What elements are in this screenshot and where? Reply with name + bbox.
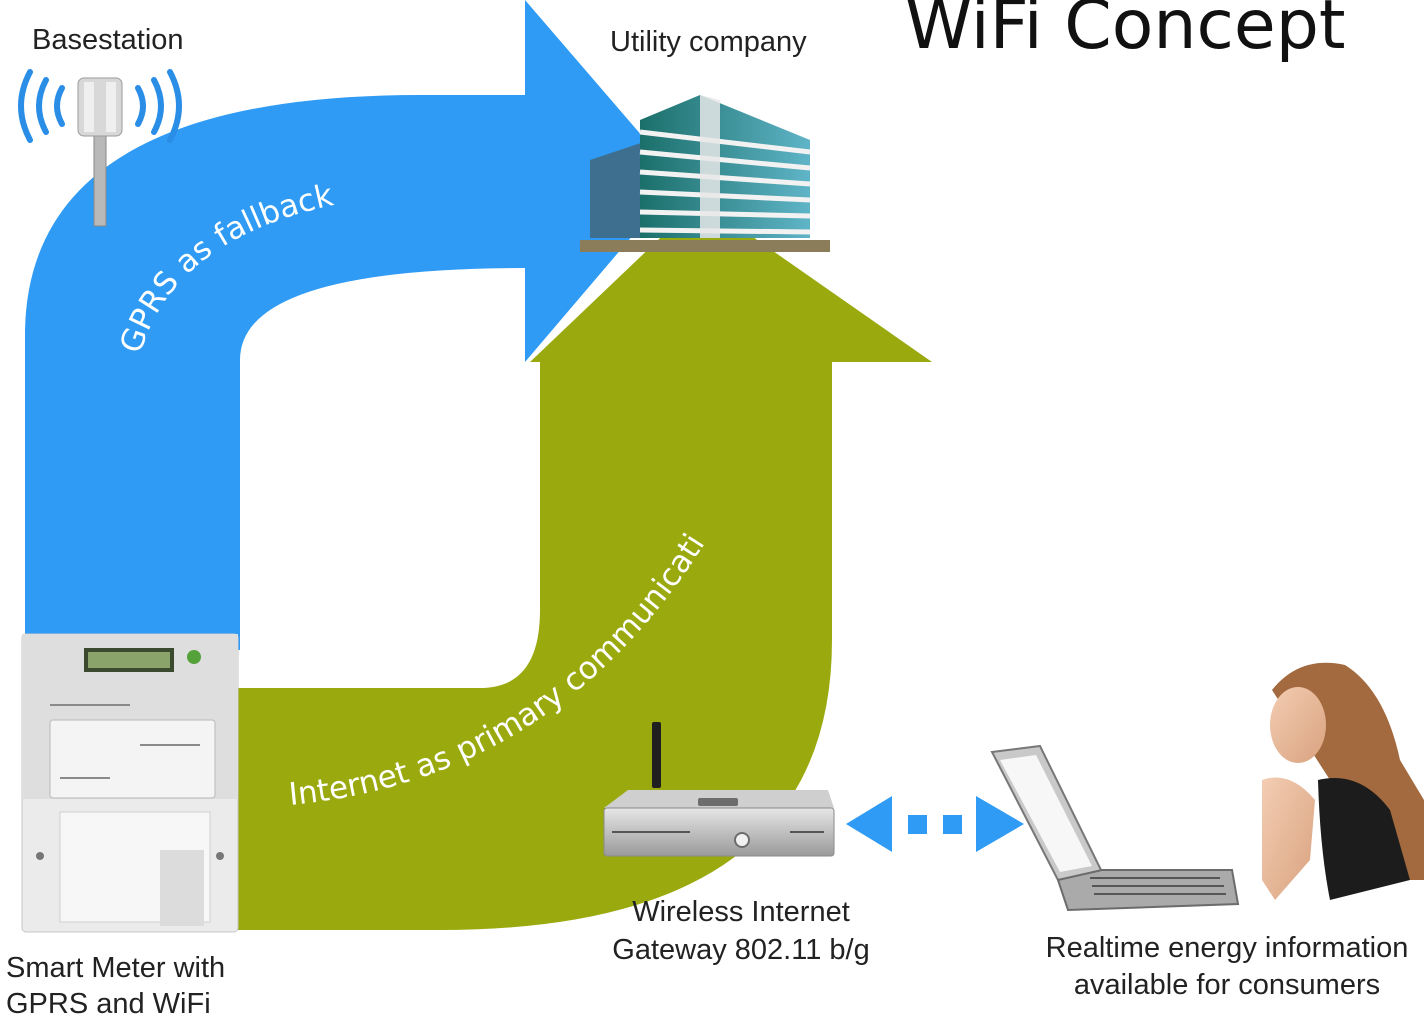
smart-meter-caption-line1: Smart Meter with (6, 952, 226, 984)
laptop-icon (990, 744, 1240, 912)
smart-meter-caption: Smart Meter with GPRS and WiFi (6, 950, 225, 1022)
utility-company-label: Utility company (610, 26, 807, 58)
smart-meter-icon (21, 633, 239, 933)
gateway-caption-line1: Wireless Internet (632, 896, 850, 928)
gprs-fallback-arrow (25, 0, 680, 650)
basestation-label: Basestation (32, 24, 184, 56)
office-building-icon (580, 95, 830, 252)
consumer-caption-line2: available for consumers (1073, 969, 1381, 1001)
double-arrow-icon (846, 796, 1024, 852)
wireless-router-icon (603, 722, 835, 857)
cell-tower-icon (18, 69, 182, 227)
gateway-caption: Wireless Internet Gateway 802.11 b/g (596, 893, 886, 969)
person-icon (1262, 662, 1424, 900)
gateway-caption-line2: Gateway 802.11 b/g (612, 934, 870, 966)
consumer-caption-line1: Realtime energy information (1045, 932, 1409, 964)
consumer-caption: Realtime energy information available fo… (1030, 930, 1424, 1004)
internet-primary-arrow (230, 200, 932, 930)
diagram-title: WiFi Concept (905, 0, 1346, 65)
smart-meter-caption-line2: GPRS and WiFi (6, 988, 211, 1020)
